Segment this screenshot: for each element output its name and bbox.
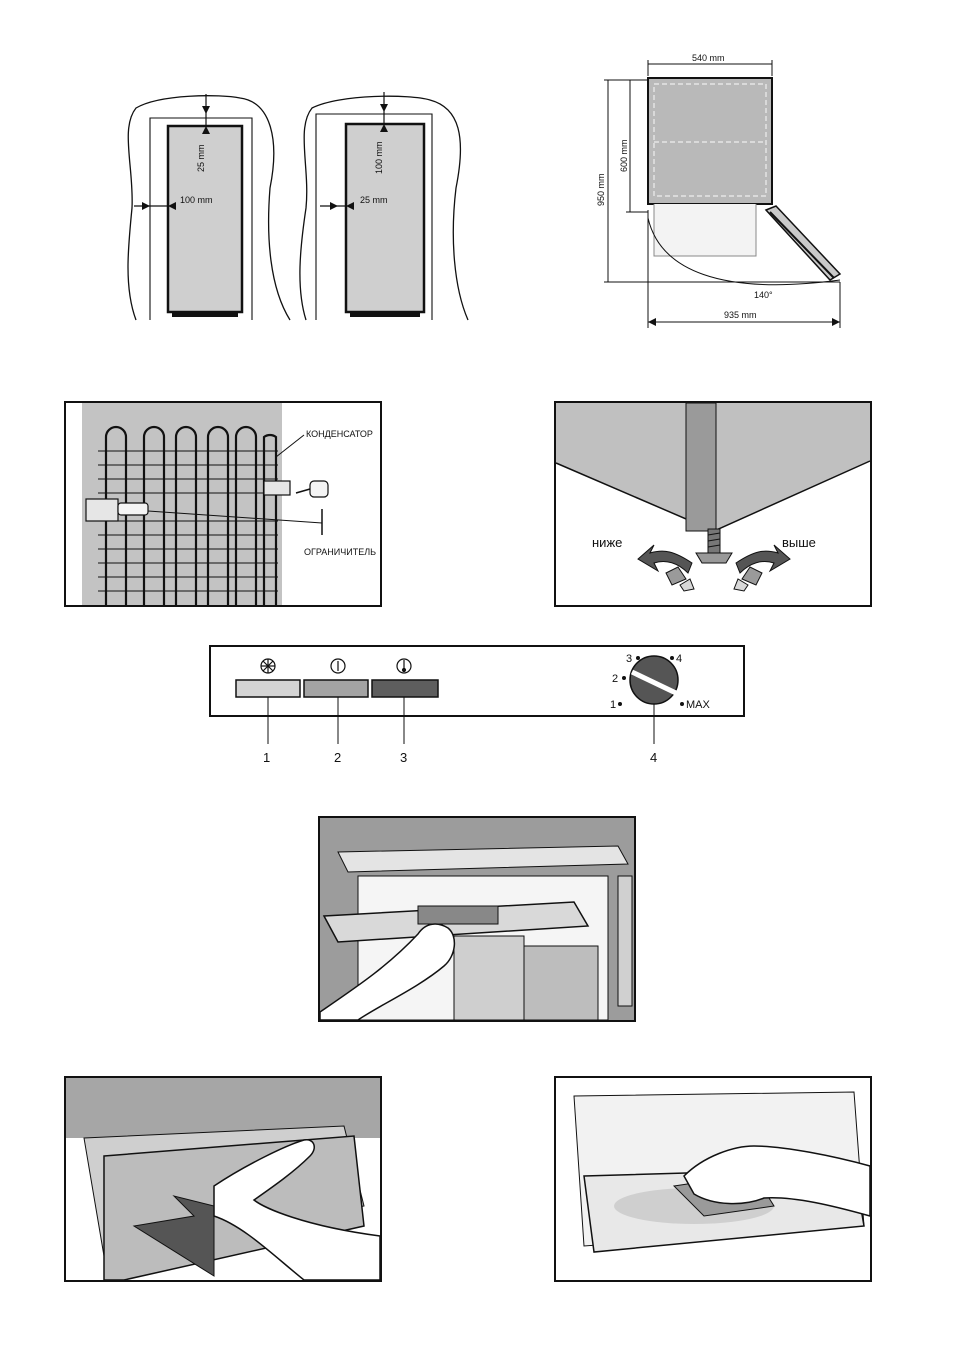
callout-2: 2 <box>334 750 341 765</box>
drawer-removal-figure <box>64 1076 382 1282</box>
right-fridge-body <box>346 124 424 312</box>
cleaning-figure <box>554 1076 872 1282</box>
condenser-label: КОНДЕНСАТОР <box>306 429 373 439</box>
limiter-spacer <box>118 503 148 515</box>
indicator-lamp-2 <box>304 680 368 697</box>
right-side-clearance-label: 25 mm <box>360 195 388 205</box>
indicator-lamp-1 <box>236 680 300 697</box>
open-door <box>766 206 840 280</box>
condenser-figure: КОНДЕНСАТОР ОГРАНИЧИТЕЛЬ <box>64 401 382 607</box>
higher-label: выше <box>782 535 816 550</box>
fridge-top-view <box>648 78 772 204</box>
snowflake-icon <box>261 659 275 673</box>
lower-label: ниже <box>592 535 622 550</box>
indicator-lamp-3 <box>372 680 438 697</box>
dial-mark-2: 2 <box>612 673 618 685</box>
callout-1: 1 <box>263 750 270 765</box>
left-top-clearance-label: 25 mm <box>196 144 206 172</box>
clearance-diagram: 25 mm 100 mm 100 mm 25 mm <box>120 88 480 324</box>
dial-mark-1: 1 <box>610 699 616 711</box>
limiter-label: ОГРАНИЧИТЕЛЬ <box>304 547 376 557</box>
right-top-clearance-label: 100 mm <box>374 141 384 174</box>
shelf-removal-figure <box>318 816 636 1022</box>
door-dimension-diagram: 540 mm 140° 950 mm 600 mm 935 mm <box>590 50 850 340</box>
dial-mark-max: MAX <box>686 699 711 711</box>
left-side-clearance-label: 100 mm <box>180 195 213 205</box>
leveling-figure: ниже выше <box>554 401 872 607</box>
dial-mark-4: 4 <box>676 653 682 665</box>
angle-label: 140° <box>754 290 773 300</box>
body-height-label: 600 mm <box>619 139 629 172</box>
total-height-label: 950 mm <box>596 173 606 206</box>
width-label: 540 mm <box>692 53 725 63</box>
dial-mark-3: 3 <box>626 653 632 665</box>
open-depth-label: 935 mm <box>724 310 757 320</box>
callout-3: 3 <box>400 750 407 765</box>
control-panel: 1 2 3 4 MAX 1 2 3 4 <box>208 644 748 770</box>
callout-4: 4 <box>650 750 657 765</box>
